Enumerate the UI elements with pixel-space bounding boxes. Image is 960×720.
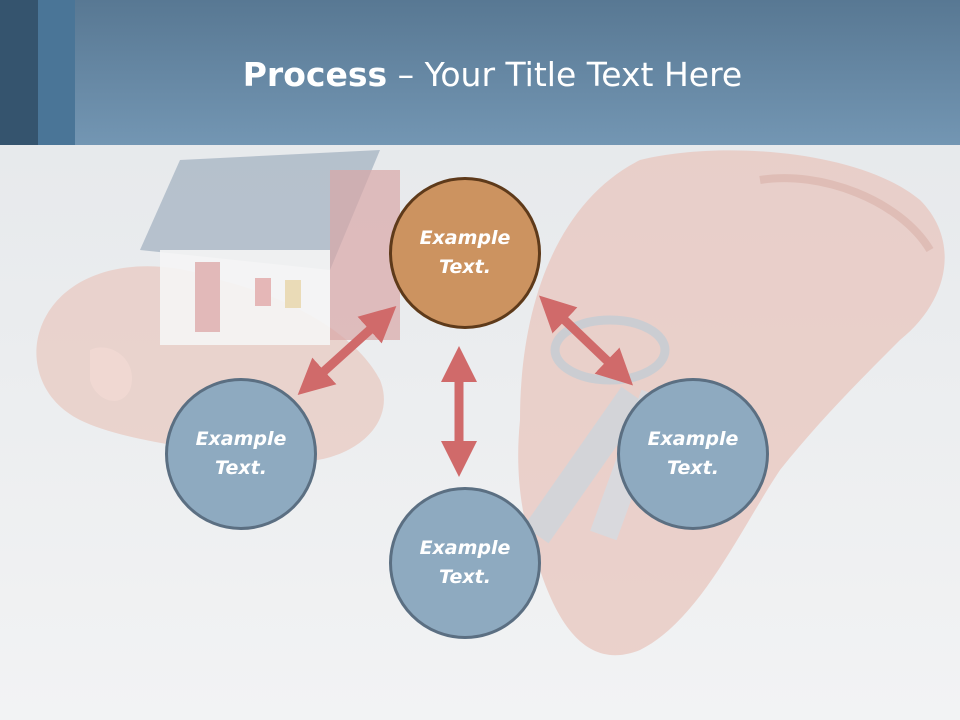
slide-title: Process – Your Title Text Here <box>0 55 960 95</box>
process-node-bottom: Example Text. <box>389 487 541 639</box>
arrow-top-right <box>538 295 634 386</box>
title-rest: – Your Title Text Here <box>387 55 743 94</box>
node-text-right: Example Text. <box>647 428 739 479</box>
title-bold: Process <box>242 55 388 94</box>
node-text-left: Example Text. <box>195 428 287 479</box>
header-bar <box>0 0 960 145</box>
header-accent-light <box>38 0 75 145</box>
node-text-top: Example Text. <box>419 227 511 278</box>
process-node-left: Example Text. <box>165 378 317 530</box>
node-text-bottom: Example Text. <box>419 537 511 588</box>
arrow-top-left <box>297 305 397 396</box>
header-accent-dark <box>0 0 38 145</box>
process-node-right: Example Text. <box>617 378 769 530</box>
process-node-top: Example Text. <box>389 177 541 329</box>
